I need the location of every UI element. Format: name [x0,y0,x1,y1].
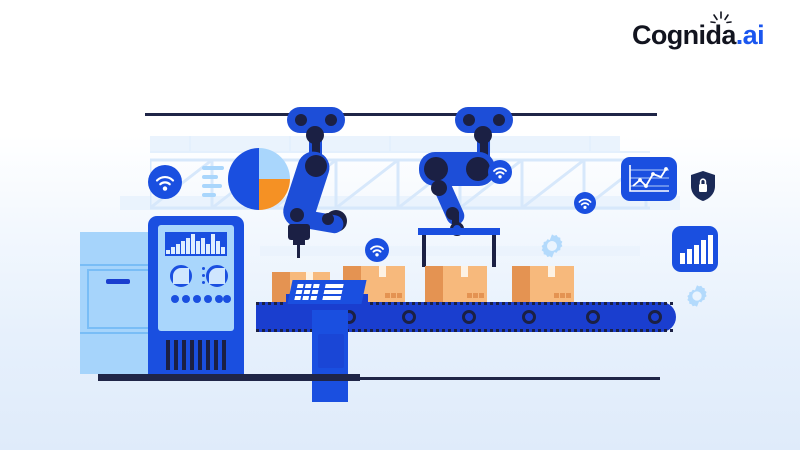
robot-right-wrist-shaft [452,212,459,226]
gauge-divider-dot [202,267,205,270]
ground-line [98,374,360,381]
panel-vent [190,340,194,370]
robot-left-elbow [305,155,327,177]
panel-vent [174,340,178,370]
wifi-icon-2[interactable] [488,160,512,184]
keypad-icon[interactable] [287,280,367,304]
robot-left-forearm-joint [290,208,304,222]
brand-name: Cognida [631,20,736,50]
legend-bar [202,184,222,188]
control-panel [148,216,244,376]
brand-logo: Cognida . ai [631,11,765,50]
brand-dot: . [735,20,743,50]
robot-right-shoulder [424,157,448,181]
panel-screen [158,225,234,331]
panel-vent [206,340,210,370]
background-upper-frame [150,136,650,153]
overhead-rail [145,113,657,116]
pie-chart [228,148,290,210]
brand-suffix: ai [742,20,765,50]
belt-edge-top [256,302,676,305]
belt-roller [402,310,416,324]
wifi-icon-3[interactable] [574,192,596,214]
bar-chart-icon [680,235,713,264]
panel-button[interactable] [215,295,223,303]
belt-edge-bottom [256,329,676,332]
carriage-bolt [493,114,505,126]
belt-roller [522,310,536,324]
panel-vent [182,340,186,370]
gear-icon-2 [687,285,707,307]
belt-roller [462,310,476,324]
legend-bar [202,175,218,179]
cabinet-door[interactable] [87,269,155,329]
panel-button[interactable] [182,295,190,303]
cabinet-seam [80,264,162,266]
robot-right-forearm-joint [431,180,447,196]
cabinet-seam [80,332,162,334]
robot-left-tool-collar [293,239,305,245]
ground-line-extension [360,377,660,380]
wifi-icon-4[interactable] [365,238,389,262]
robot-left-forearm-joint-2 [322,213,334,225]
carriage-bolt [325,114,337,126]
carriage-bolt [295,114,307,126]
robot-left-shaft [312,131,320,159]
wifi-icon-1[interactable] [148,165,182,199]
belt-roller [648,310,662,324]
belt-roller [586,310,600,324]
background-band-lower [260,246,640,256]
panel-button[interactable] [204,295,212,303]
background-band-upper [150,136,620,152]
legend-bar [202,166,224,170]
robot-right-elbow [466,157,490,181]
table-leg [492,235,496,267]
terminal-plate [318,334,344,368]
list-item [343,266,405,304]
panel-vent [166,340,170,370]
line-chart-icon [629,165,669,192]
drill-gripper-icon [297,244,300,258]
gauge-divider-dot [202,274,205,277]
legend-bar [202,193,216,197]
carriage-bolt [463,114,475,126]
work-table [418,228,500,267]
list-item [512,266,574,304]
table-leg [422,235,426,267]
bar-graph-display [165,232,227,256]
robot-right-joint-upper [474,126,492,144]
panel-vent [198,340,202,370]
robot-left-joint-upper [306,126,324,144]
gauge-icon[interactable] [206,265,228,287]
gauge-icon[interactable] [170,265,192,287]
panel-button[interactable] [171,295,179,303]
panel-vent [222,340,226,370]
robot-right-shaft [480,131,488,161]
bar-chart-card[interactable] [672,226,718,272]
list-item [425,266,487,304]
panel-button[interactable] [193,295,201,303]
shield-lock-icon [691,171,715,201]
robot-left-tool-body [288,224,310,240]
gauge-divider-dot [202,281,205,284]
cabinet-handle[interactable] [106,279,130,284]
panel-vent [214,340,218,370]
sparkle-icon [710,11,732,24]
panel-button[interactable] [223,295,231,303]
line-chart-card[interactable] [621,157,677,201]
gear-icon-1 [541,234,563,258]
